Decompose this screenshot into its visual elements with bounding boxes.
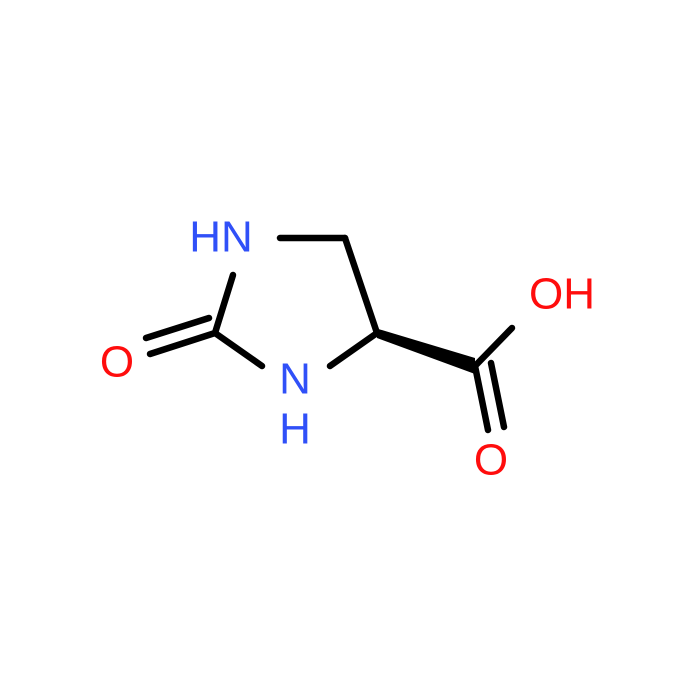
bond-c5-c4 — [341, 234, 381, 337]
bond-cooh-c-oh — [471, 324, 516, 370]
atom-label-n1: HN — [189, 213, 253, 262]
atom-label-n3: N — [279, 355, 311, 404]
bond-c2-n1 — [211, 271, 237, 337]
wedge-bond-c4-cooh — [375, 328, 475, 374]
bonds — [142, 234, 516, 434]
bond-cooh-c-o-2 — [487, 359, 508, 431]
atom-label-o-hydroxyl: OH — [529, 270, 595, 319]
atom-label-n3-h: H — [279, 405, 311, 454]
bond-c2-o-1 — [146, 329, 219, 358]
atom-label-o-carbonyl: O — [474, 436, 508, 485]
bond-n3-c2 — [211, 329, 266, 370]
bond-c4-n3 — [326, 329, 381, 370]
atom-label-o-keto: O — [100, 338, 134, 387]
bond-c2-o-2 — [142, 314, 213, 342]
bond-cooh-c-o-1 — [471, 362, 492, 434]
atom-labels: HN N H O OH O — [100, 213, 595, 485]
